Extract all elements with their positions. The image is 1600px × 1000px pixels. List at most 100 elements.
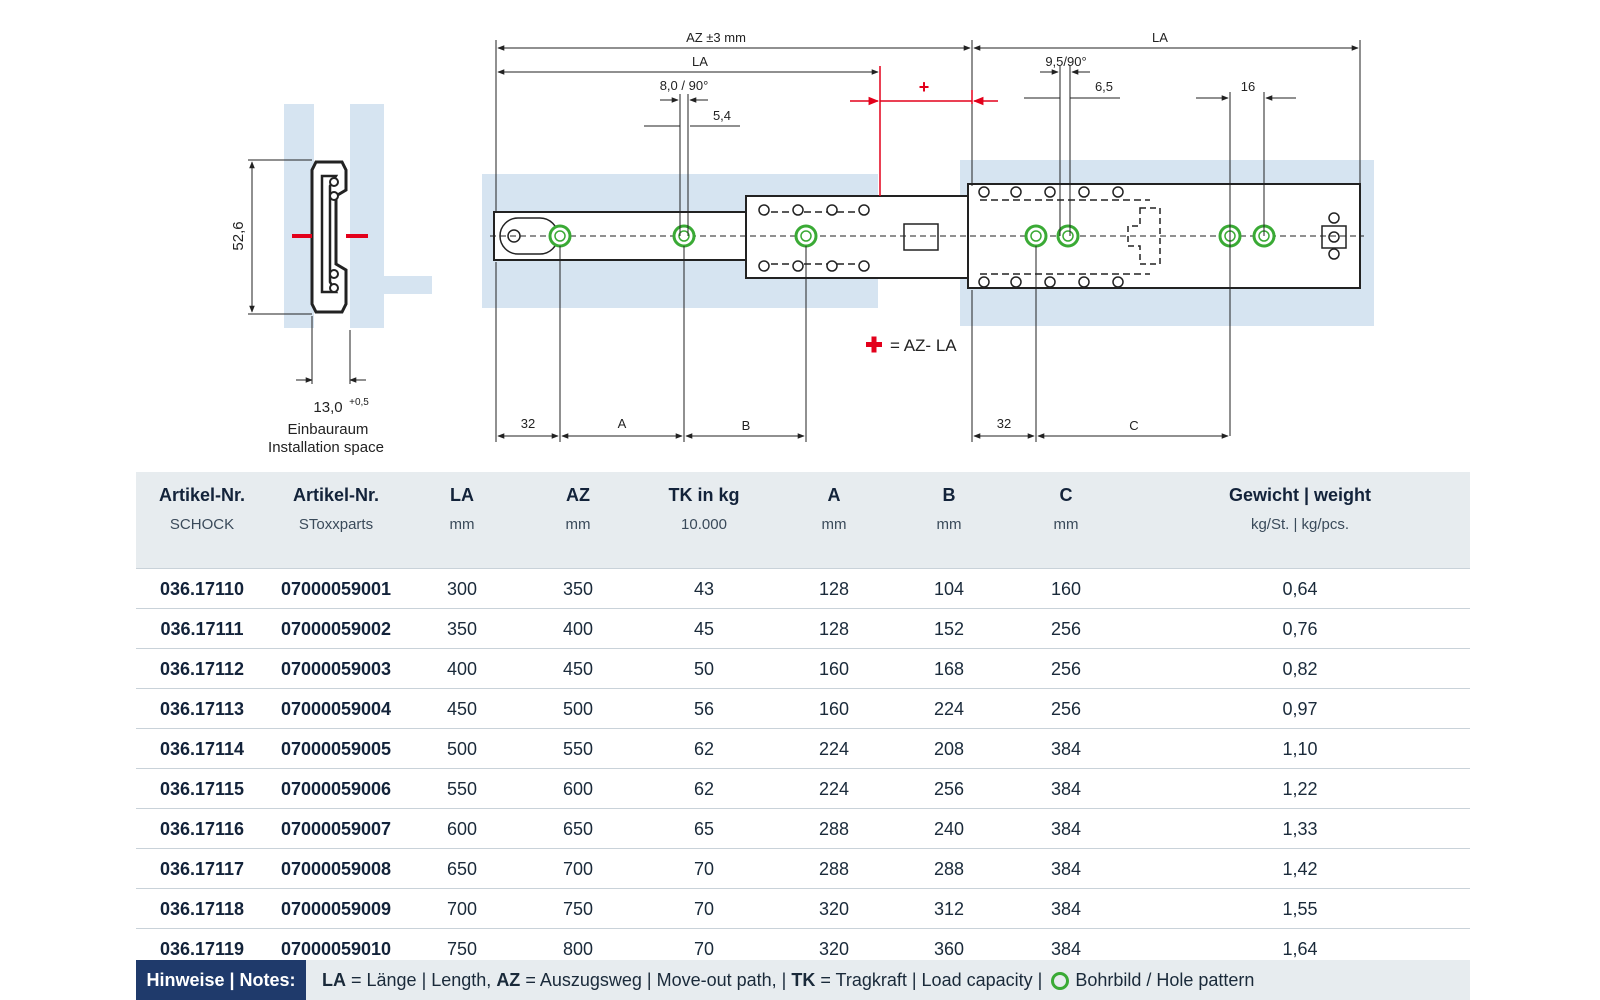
cell-schock-nr: 036.17113 — [159, 699, 245, 719]
hole-pattern-icon — [1051, 972, 1070, 991]
product-table: Artikel-Nr. SCHOCK Artikel-Nr. SToxxpart… — [136, 472, 1470, 968]
notes-az-key: AZ — [496, 970, 521, 990]
dim-16-label: 16 — [1241, 79, 1255, 94]
notes-tk-key: TK — [791, 970, 816, 990]
header-la-sub: mm — [449, 516, 475, 533]
cell-tk: 70 — [693, 899, 715, 919]
cell-c: 384 — [1050, 859, 1082, 879]
dim-32-right-label: 32 — [997, 416, 1011, 431]
cell-schock-nr: 036.17114 — [159, 739, 245, 759]
cell-az: 450 — [562, 659, 594, 679]
cell-az: 700 — [562, 859, 594, 879]
header-az-title: AZ — [566, 485, 590, 505]
notes-la-key: LA — [322, 970, 346, 990]
cell-az: 550 — [562, 739, 594, 759]
az-dimension-label: AZ ±3 mm — [686, 30, 746, 45]
la-right-label: LA — [1152, 30, 1168, 45]
cell-la: 600 — [446, 819, 478, 839]
notes-tk-text: = Tragkraft | Load capacity | — [815, 970, 1048, 990]
cell-stoxx-nr: 07000059003 — [280, 659, 392, 679]
header-a-sub: mm — [821, 516, 847, 533]
cell-tk: 70 — [693, 939, 715, 959]
notes-title: Hinweise | Notes: — [136, 960, 306, 1000]
header-weight-sub: kg/St. | kg/pcs. — [1250, 516, 1350, 533]
install-space-en: Installation space — [268, 439, 384, 456]
header-schock-title: Artikel-Nr. — [158, 485, 246, 505]
cell-b: 288 — [933, 859, 965, 879]
cell-a: 160 — [818, 699, 850, 719]
width-tolerance: +0,5 — [349, 397, 369, 408]
notes-bar: Hinweise | Notes: LA = Länge | Length, A… — [136, 960, 1470, 1000]
header-stoxx-title: Artikel-Nr. — [292, 485, 380, 505]
cell-a: 128 — [818, 579, 850, 599]
cell-weight: 0,76 — [1282, 619, 1318, 639]
dim-65-label: 6,5 — [1095, 79, 1113, 94]
cell-schock-nr: 036.17116 — [159, 819, 245, 839]
cell-la: 700 — [446, 899, 478, 919]
table-header: Artikel-Nr. SCHOCK Artikel-Nr. SToxxpart… — [136, 472, 1470, 568]
cell-a: 320 — [818, 899, 850, 919]
cell-weight: 0,97 — [1282, 699, 1318, 719]
cell-schock-nr: 036.17119 — [159, 939, 245, 959]
cell-b: 224 — [933, 699, 965, 719]
header-schock-sub: SCHOCK — [169, 516, 235, 533]
header-b-title: B — [942, 485, 956, 505]
cell-la: 650 — [446, 859, 478, 879]
height-label: 52,6 — [230, 221, 247, 250]
cell-a: 288 — [818, 819, 850, 839]
cell-weight: 1,64 — [1282, 939, 1318, 959]
cell-az: 800 — [562, 939, 594, 959]
cell-b: 208 — [933, 739, 965, 759]
plus-label: + — [919, 77, 930, 97]
notes-la-text: = Länge | Length, — [346, 970, 497, 990]
cell-tk: 65 — [693, 819, 715, 839]
header-tk-title: TK in kg — [668, 485, 740, 505]
cell-stoxx-nr: 07000059006 — [280, 779, 392, 799]
cell-a: 224 — [818, 739, 850, 759]
cell-tk: 50 — [693, 659, 715, 679]
cell-c: 384 — [1050, 819, 1082, 839]
cell-az: 350 — [562, 579, 594, 599]
cell-b: 256 — [933, 779, 965, 799]
cell-weight: 1,55 — [1282, 899, 1318, 919]
notes-hole-text: Bohrbild / Hole pattern — [1075, 970, 1255, 990]
cell-c: 384 — [1050, 939, 1082, 959]
cell-schock-nr: 036.17111 — [160, 619, 244, 639]
header-b-sub: mm — [936, 516, 962, 533]
cell-weight: 1,42 — [1282, 859, 1318, 879]
cell-c: 384 — [1050, 779, 1082, 799]
technical-drawing: 52,6 13,0 +0,5 Einbauraum Installation s… — [230, 30, 1374, 456]
cell-la: 500 — [446, 739, 478, 759]
cell-la: 450 — [446, 699, 478, 719]
cell-schock-nr: 036.17117 — [159, 859, 245, 879]
header-c-title: C — [1059, 485, 1073, 505]
cell-tk: 56 — [693, 699, 715, 719]
cell-tk: 62 — [693, 779, 715, 799]
install-space-de: Einbauraum — [288, 421, 369, 438]
dim-54-label: 5,4 — [713, 108, 731, 123]
cell-tk: 70 — [693, 859, 715, 879]
cell-b: 312 — [933, 899, 965, 919]
cell-schock-nr: 036.17118 — [159, 899, 245, 919]
cell-la: 750 — [446, 939, 478, 959]
cell-b: 152 — [933, 619, 965, 639]
cell-tk: 43 — [693, 579, 715, 599]
cell-a: 320 — [818, 939, 850, 959]
notes-az-text: = Auszugsweg | Move-out path, | — [520, 970, 792, 990]
cell-a: 160 — [818, 659, 850, 679]
cell-weight: 0,64 — [1282, 579, 1318, 599]
cell-a: 128 — [818, 619, 850, 639]
cell-c: 256 — [1050, 659, 1082, 679]
header-la-title: LA — [450, 485, 474, 505]
cell-a: 224 — [818, 779, 850, 799]
cell-c: 256 — [1050, 619, 1082, 639]
cell-c: 384 — [1050, 899, 1082, 919]
